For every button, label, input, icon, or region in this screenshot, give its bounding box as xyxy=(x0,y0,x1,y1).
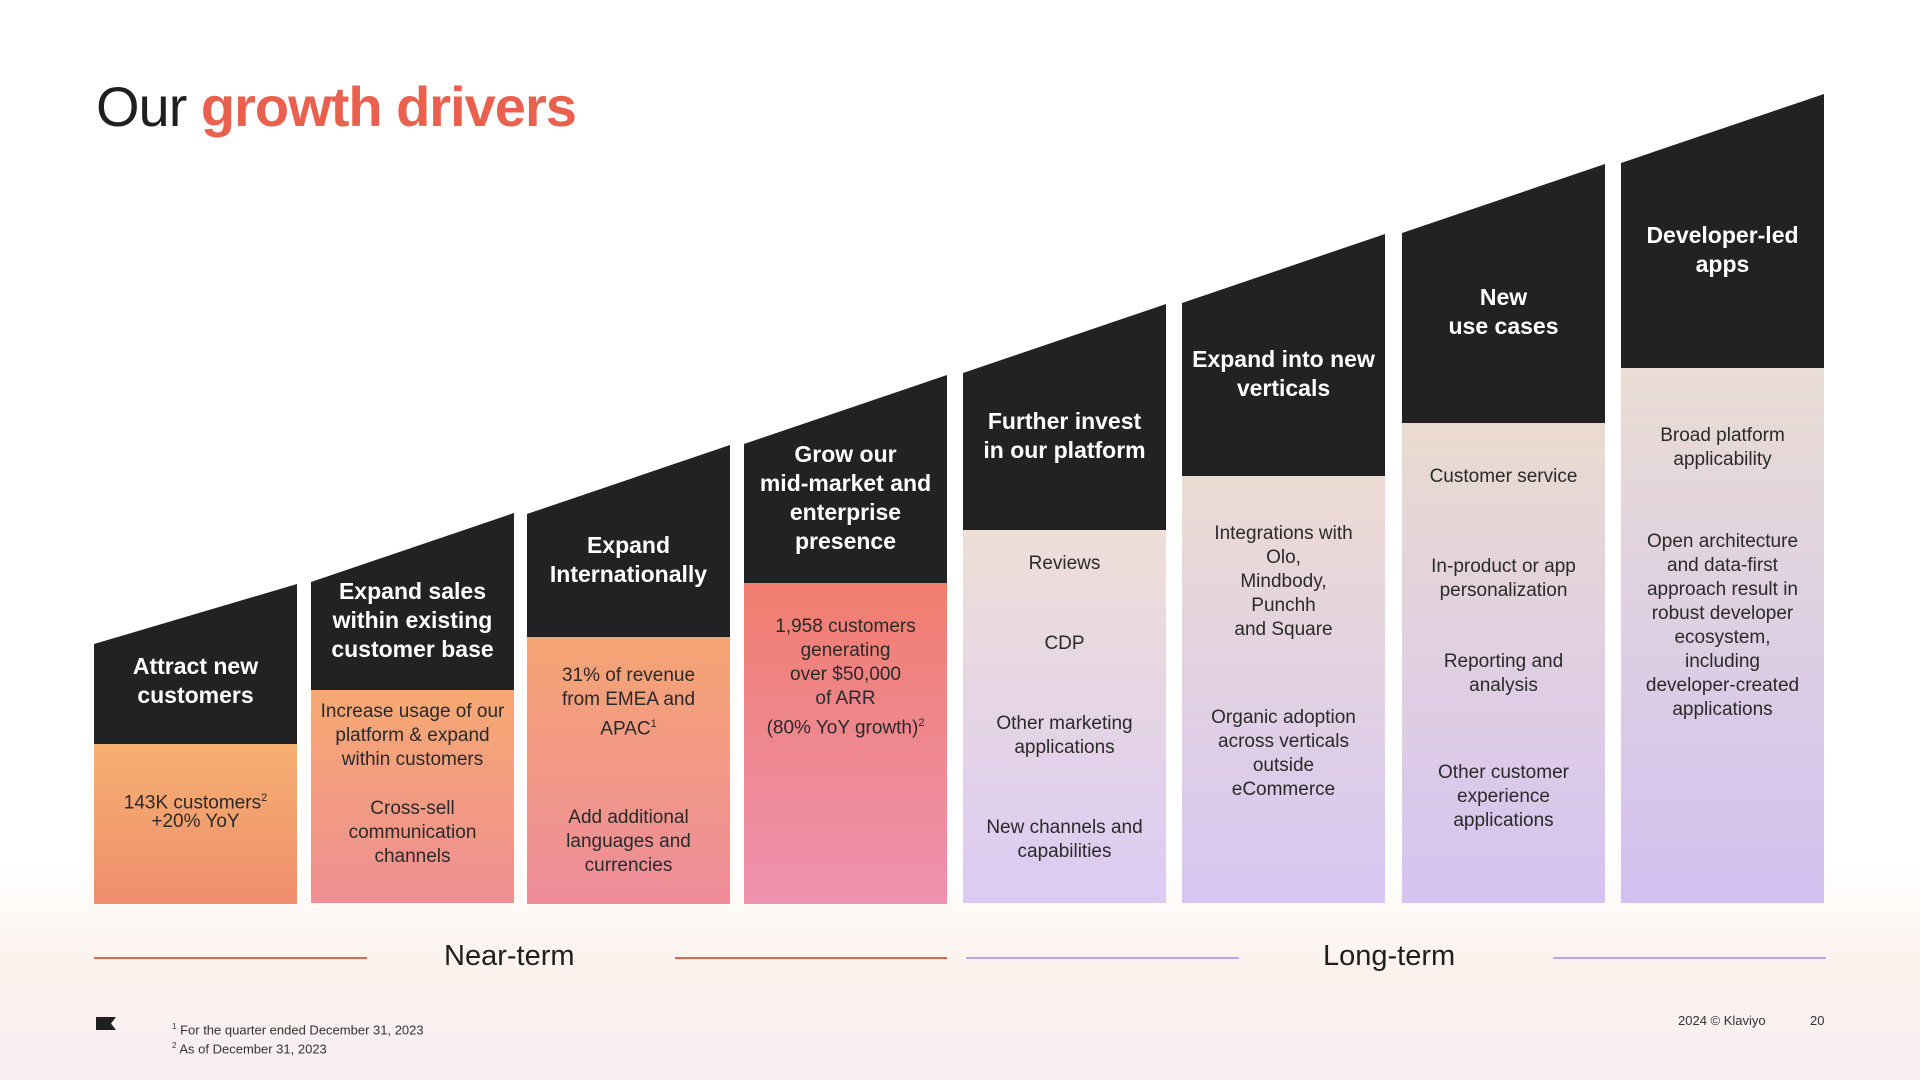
column-item: Customer service xyxy=(1429,466,1578,487)
column-body: Increase usage of our platform & expand … xyxy=(311,690,514,903)
column-item: Integrations with Olo, Mindbody, Punchh … xyxy=(1214,523,1353,640)
column-heading: Grow our mid-market and enterprise prese… xyxy=(759,440,932,554)
footnote-marker: 2 xyxy=(261,792,268,804)
column-heading-block: New use cases xyxy=(1402,164,1605,423)
column-body: Integrations with Olo, Mindbody, Punchh … xyxy=(1182,476,1385,903)
column-heading-block: Attract new customers xyxy=(94,584,297,744)
column-attract-new-customers: Attract new customers 143K customers2+20%… xyxy=(94,584,297,904)
column-body: 1,958 customers generating over $50,000 … xyxy=(744,583,947,904)
column-expand-existing-base: Expand sales within existing customer ba… xyxy=(311,513,514,903)
column-heading-block: Grow our mid-market and enterprise prese… xyxy=(744,375,947,583)
column-item: In-product or app personalization xyxy=(1431,556,1576,601)
footnote-marker: 2 xyxy=(918,717,925,729)
copyright: 2024 © Klaviyo xyxy=(1678,1013,1766,1028)
column-heading: Further invest in our platform xyxy=(983,407,1146,463)
page-number: 20 xyxy=(1810,1013,1825,1028)
column-item: Add additional languages and currencies xyxy=(566,807,691,876)
long-term-label: Long-term xyxy=(1323,940,1456,972)
near-term-divider-right xyxy=(675,957,947,959)
column-item: 143K customers2 xyxy=(123,792,268,814)
column-expand-internationally: Expand Internationally 31% of revenue fro… xyxy=(527,445,730,904)
footnote-1: 1 For the quarter ended December 31, 202… xyxy=(172,1022,424,1038)
footnote-2: 2 As of December 31, 2023 xyxy=(172,1041,327,1057)
column-heading: Expand sales within existing customer ba… xyxy=(331,577,494,662)
column-heading: Expand into new verticals xyxy=(1192,345,1375,401)
column-heading: New use cases xyxy=(1448,284,1559,340)
column-heading: Expand Internationally xyxy=(549,531,708,587)
column-item: 31% of revenue from EMEA and APAC1 xyxy=(561,665,696,740)
column-heading-block: Expand into new verticals xyxy=(1182,234,1385,476)
near-term-divider-left xyxy=(94,957,367,959)
page-title: Our growth drivers xyxy=(96,74,577,139)
title-lead: Our xyxy=(96,75,187,138)
column-item: New channels and capabilities xyxy=(986,817,1143,862)
near-term-label: Near-term xyxy=(444,940,575,972)
column-item: CDP xyxy=(1044,633,1085,654)
column-body: 143K customers2+20% YoY xyxy=(94,744,297,904)
column-item: Organic adoption across verticals outsid… xyxy=(1211,707,1356,800)
title-accent: growth drivers xyxy=(200,75,577,138)
column-item: Reviews xyxy=(1028,553,1101,574)
column-item: Increase usage of our platform & expand … xyxy=(320,701,505,770)
column-item: +20% YoY xyxy=(151,811,240,832)
column-heading-block: Further invest in our platform xyxy=(963,304,1166,530)
column-heading-block: Expand sales within existing customer ba… xyxy=(311,513,514,690)
column-item: Reporting and analysis xyxy=(1443,651,1564,696)
column-heading: Attract new customers xyxy=(132,652,259,708)
column-grow-mid-market: Grow our mid-market and enterprise prese… xyxy=(744,375,947,904)
column-item: Open architecture and data-first approac… xyxy=(1645,531,1800,720)
column-item: 1,958 customers generating over $50,000 … xyxy=(766,616,925,739)
column-item: Other customer experience applications xyxy=(1438,762,1569,831)
column-heading-block: Developer-led apps xyxy=(1621,94,1824,368)
column-item: Broad platform applicability xyxy=(1660,425,1785,470)
column-item: Other marketing applications xyxy=(996,713,1133,758)
column-item: Cross-sell communication channels xyxy=(348,798,477,867)
footnote-marker: 1 xyxy=(650,718,657,730)
column-heading-block: Expand Internationally xyxy=(527,445,730,637)
long-term-divider-right xyxy=(1553,957,1826,959)
footnotes: 1 For the quarter ended December 31, 202… xyxy=(172,1019,424,1058)
long-term-divider-left xyxy=(966,957,1239,959)
column-heading: Developer-led apps xyxy=(1646,221,1799,277)
klaviyo-flag-icon xyxy=(96,1017,116,1030)
